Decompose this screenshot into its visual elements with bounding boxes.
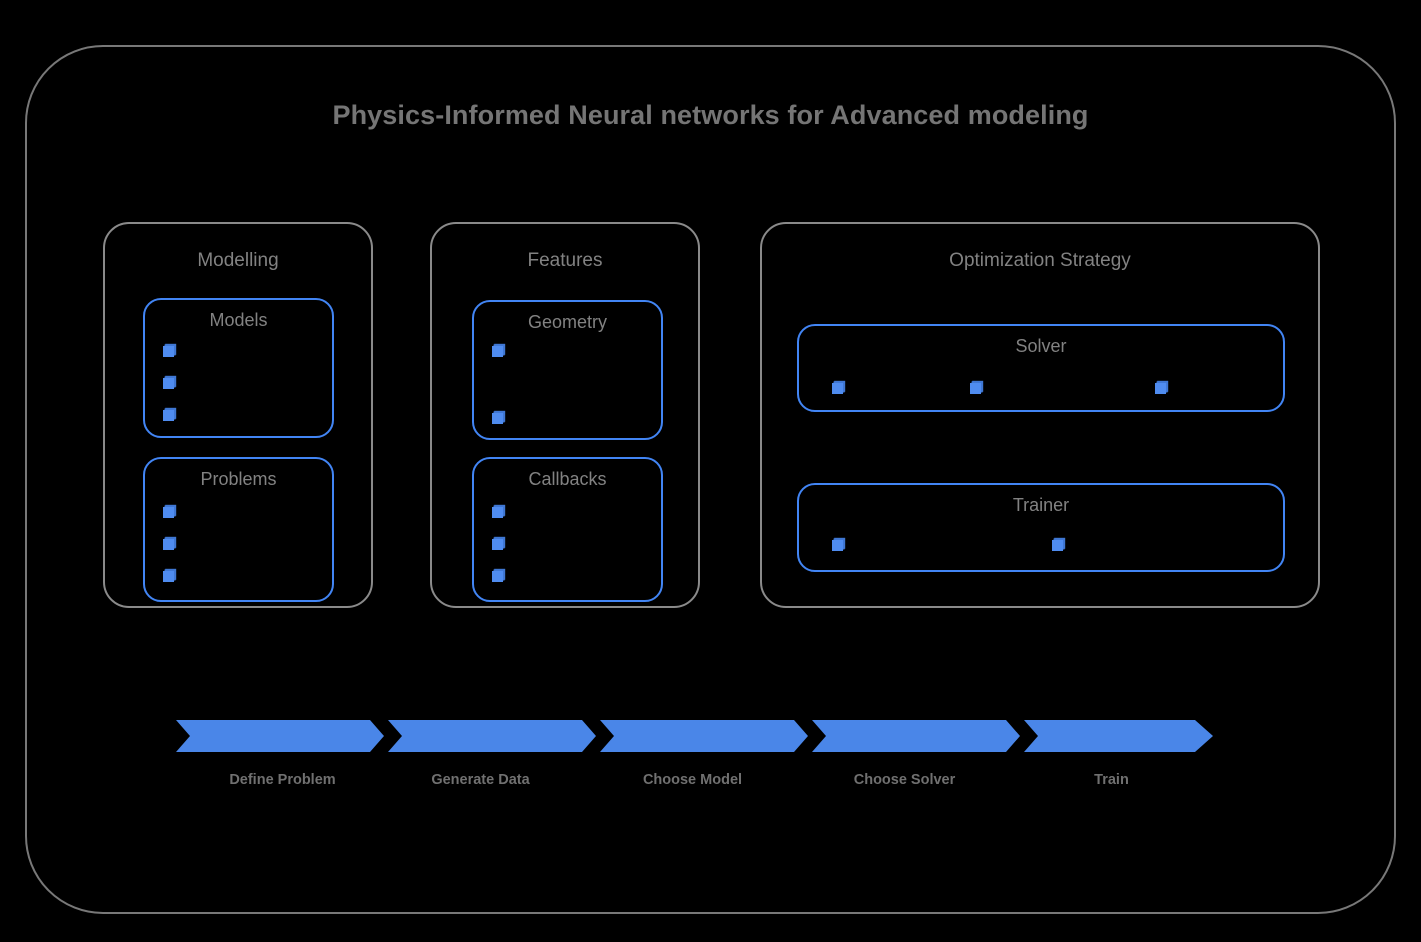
group-card-optimization-strategy: Optimization Strategy [760, 222, 1320, 608]
group-title-modelling: Modelling [197, 250, 279, 271]
blue-box-title-problems: Problems [200, 469, 277, 489]
item-cube[interactable] [832, 540, 843, 551]
pipeline-flow [176, 720, 1213, 752]
item-cube[interactable] [492, 539, 503, 550]
pipeline-step-label-3: Choose Model [642, 772, 743, 788]
blue-box-title-models: Models [209, 310, 268, 330]
pipeline-step-label-5: Train [1094, 772, 1129, 788]
pipeline-step-5-chevron[interactable] [1024, 720, 1213, 752]
blue-box-models[interactable]: Models [143, 298, 334, 438]
group-card-features: Features [430, 222, 700, 608]
item-cube[interactable] [1155, 383, 1166, 394]
item-cube[interactable] [492, 571, 503, 582]
pipeline-step-2-chevron[interactable] [388, 720, 596, 752]
item-cube[interactable] [163, 378, 174, 389]
item-cube[interactable] [1052, 540, 1063, 551]
item-cube[interactable] [163, 571, 174, 582]
pipeline-step-label-4: Choose Solver [853, 772, 956, 788]
item-cube[interactable] [492, 346, 503, 357]
item-cube[interactable] [970, 383, 981, 394]
item-cube[interactable] [163, 507, 174, 518]
blue-box-problems[interactable]: Problems [143, 457, 334, 602]
pipeline-step-label-2: Generate Data [431, 772, 530, 788]
group-card-modelling: Modelling [103, 222, 373, 608]
blue-box-solver[interactable]: Solver [797, 324, 1285, 412]
pipeline-step-3-chevron[interactable] [600, 720, 808, 752]
item-cube[interactable] [492, 413, 503, 424]
blue-box-title-trainer: Trainer [1012, 495, 1070, 515]
pipeline-step-1-chevron[interactable] [176, 720, 384, 752]
blue-box-geometry[interactable]: Geometry [472, 300, 663, 440]
blue-box-title-geometry: Geometry [527, 312, 608, 332]
item-cube[interactable] [492, 507, 503, 518]
item-cube[interactable] [163, 346, 174, 357]
item-cube[interactable] [163, 539, 174, 550]
blue-box-trainer[interactable]: Trainer [797, 483, 1285, 572]
pipeline-step-label-1: Define Problem [229, 772, 336, 788]
diagram-title: Physics-Informed Neural networks for Adv… [332, 100, 1089, 130]
blue-box-title-solver: Solver [1015, 336, 1067, 356]
group-title-features: Features [527, 250, 603, 271]
blue-box-title-callbacks: Callbacks [528, 469, 607, 489]
item-cube[interactable] [163, 410, 174, 421]
pipeline-step-4-chevron[interactable] [812, 720, 1020, 752]
item-cube[interactable] [832, 383, 843, 394]
blue-box-callbacks[interactable]: Callbacks [472, 457, 663, 602]
group-title-optimization-strategy: Optimization Strategy [949, 250, 1131, 271]
outer-frame [25, 45, 1396, 914]
